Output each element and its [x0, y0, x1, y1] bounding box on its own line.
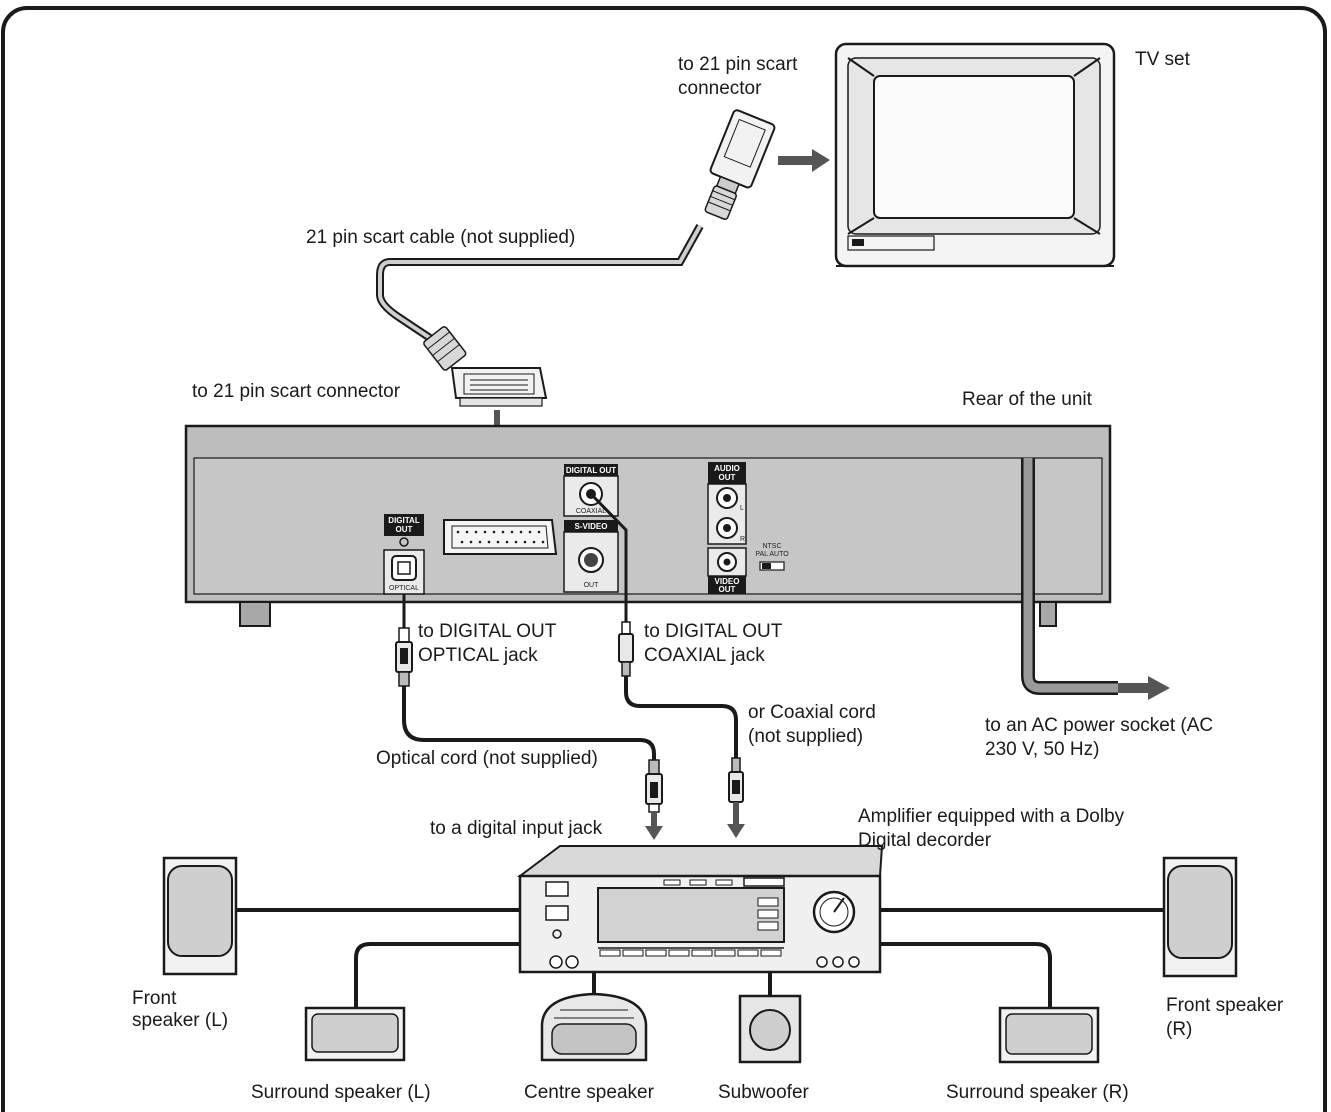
digital-out-coaxial-jack: DIGITAL OUT COAXIAL — [563, 464, 619, 517]
s-video-jack: S-VIDEO OUT — [563, 520, 619, 593]
scart-pin — [532, 540, 536, 544]
scart-pin — [492, 530, 496, 534]
scart-socket — [443, 519, 558, 555]
coaxial-cord — [589, 492, 745, 838]
svg-text:OUT: OUT — [584, 582, 600, 589]
optical-cord — [395, 594, 663, 840]
digital-input-label: to a digital input jack — [430, 818, 603, 839]
scart-pin — [465, 530, 469, 534]
scart-pin — [483, 530, 487, 534]
scart-pin — [487, 540, 491, 544]
scart-pin — [478, 540, 482, 544]
amplifier-button — [714, 949, 736, 957]
subwoofer-label: Subwoofer — [718, 1082, 810, 1103]
svg-text:NTSC: NTSC — [762, 543, 781, 550]
front-speaker-left-label: Front speaker (L) — [132, 988, 228, 1031]
scart-pin — [496, 540, 500, 544]
surround-speaker-left — [304, 1006, 406, 1062]
scart-cable-label: 21 pin scart cable (not supplied) — [306, 227, 575, 248]
unit-scart-connector-label: to 21 pin scart connector — [192, 381, 401, 402]
svg-text:VIDEO: VIDEO — [715, 577, 740, 586]
tv-scart-connector-label: to 21 pin scart connector — [678, 54, 803, 99]
optical-cord-label: Optical cord (not supplied) — [376, 748, 598, 769]
svg-text:R: R — [740, 536, 745, 543]
scart-pin — [523, 540, 527, 544]
centre-speaker — [540, 992, 648, 1062]
scart-pin — [501, 530, 505, 534]
scart-pin — [510, 530, 514, 534]
scart-socket-pins — [456, 530, 545, 544]
tv-set-illustration — [834, 42, 1116, 268]
amplifier-button — [645, 949, 667, 957]
arrow-to-power-socket — [1118, 676, 1170, 700]
amplifier-button — [737, 949, 759, 957]
svg-text:OUT: OUT — [719, 585, 736, 594]
front-speaker-left — [162, 856, 238, 976]
svg-text:S-VIDEO: S-VIDEO — [575, 522, 608, 531]
surround-speaker-right — [998, 1006, 1100, 1064]
tv-set-label: TV set — [1135, 49, 1191, 70]
scart-pin — [528, 530, 532, 534]
diagram-frame — [1, 6, 1327, 1112]
scart-pin — [537, 530, 541, 534]
scart-pin — [456, 530, 460, 534]
scart-pin — [505, 540, 509, 544]
amplifier-illustration — [517, 845, 884, 974]
subwoofer — [738, 994, 802, 1064]
svg-text:OUT: OUT — [719, 473, 736, 482]
scart-pin — [519, 530, 523, 534]
amplifier-button — [622, 949, 644, 957]
amplifier-button — [668, 949, 690, 957]
surround-speaker-right-label: Surround speaker (R) — [946, 1082, 1129, 1103]
amplifier-button — [691, 949, 713, 957]
svg-text:OPTICAL: OPTICAL — [389, 585, 419, 592]
svg-text:OUT: OUT — [396, 525, 413, 534]
digital-out-coaxial-label: to DIGITAL OUT COAXIAL jack — [644, 621, 787, 666]
digital-out-optical-jack: DIGITAL OUT OPTICAL — [383, 514, 425, 595]
scart-plug-tv-end — [704, 109, 776, 220]
scart-pin — [460, 540, 464, 544]
scart-pin — [541, 540, 545, 544]
svg-text:PAL AUTO: PAL AUTO — [755, 551, 789, 558]
svg-text:DIGITAL OUT: DIGITAL OUT — [566, 466, 616, 475]
svg-text:COAXIAL: COAXIAL — [576, 508, 606, 515]
ntsc-pal-switch: NTSC PAL AUTO — [755, 543, 789, 571]
rear-of-unit-panel — [184, 424, 1112, 627]
speaker-wires — [236, 908, 1166, 1010]
power-cord — [1021, 458, 1118, 695]
svg-text:DIGITAL: DIGITAL — [388, 516, 420, 525]
coaxial-cord-label: or Coaxial cord (not supplied) — [748, 702, 881, 747]
scart-pin — [514, 540, 518, 544]
amplifier-label: Amplifier equipped with a Dolby Digital … — [858, 806, 1129, 851]
amplifier-button — [760, 949, 782, 957]
scart-pin — [469, 540, 473, 544]
audio-out-jacks: AUDIO OUT L R — [707, 462, 747, 545]
scart-pin — [474, 530, 478, 534]
surround-speaker-left-label: Surround speaker (L) — [251, 1082, 431, 1103]
amplifier-buttons — [599, 949, 782, 957]
digital-out-optical-label: to DIGITAL OUT OPTICAL jack — [418, 621, 561, 666]
front-speaker-right-label: Front speaker (R) — [1166, 995, 1289, 1040]
amplifier-button — [599, 949, 621, 957]
svg-text:AUDIO: AUDIO — [714, 464, 740, 473]
ac-power-label: to an AC power socket (AC 230 V, 50 Hz) — [985, 715, 1218, 760]
front-speaker-right — [1162, 856, 1238, 978]
scart-plug-unit-end — [423, 326, 548, 407]
video-out-jack: VIDEO OUT — [707, 547, 747, 594]
svg-text:L: L — [740, 505, 744, 512]
arrow-to-tv — [778, 149, 830, 172]
centre-speaker-label: Centre speaker — [524, 1082, 655, 1103]
rear-of-unit-label: Rear of the unit — [962, 389, 1093, 410]
